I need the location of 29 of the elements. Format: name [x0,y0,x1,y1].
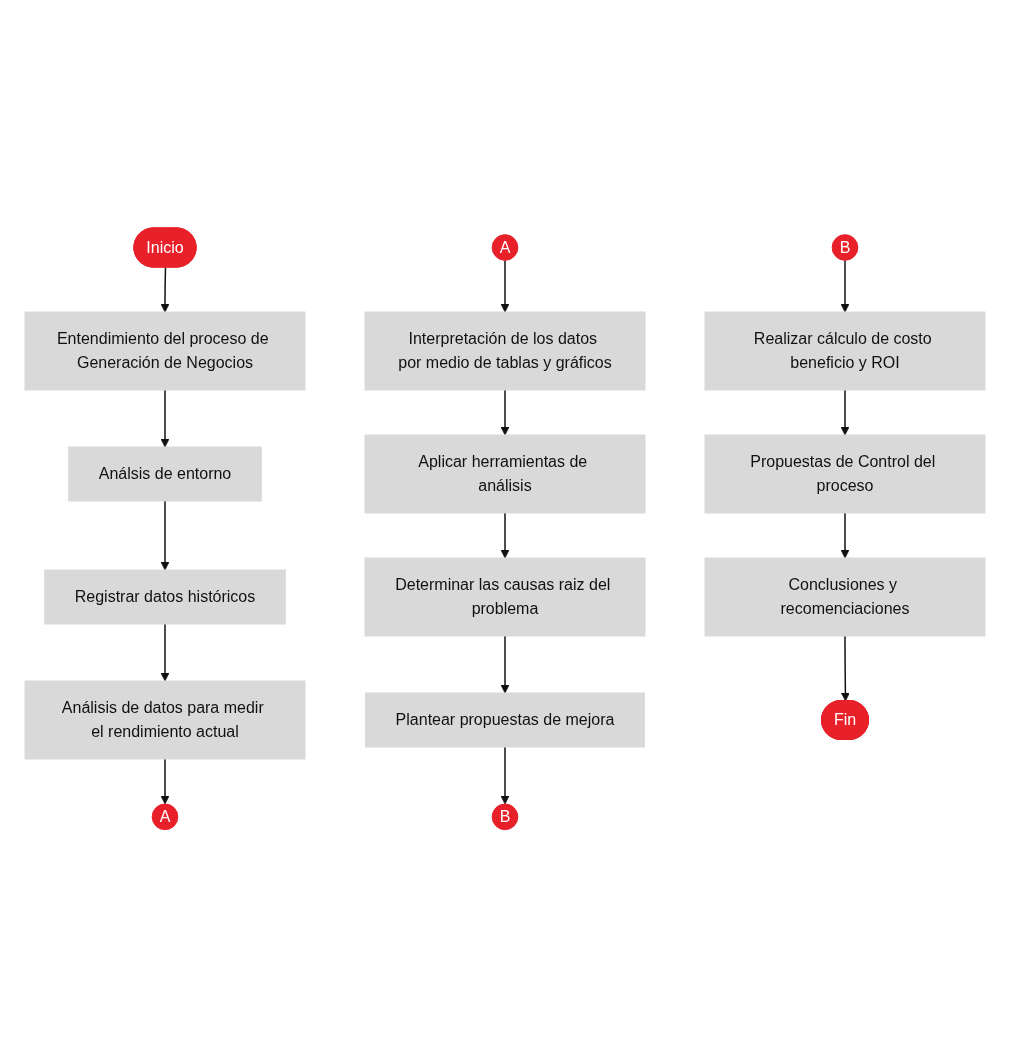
node-box: Conclusiones y recomenciaciones [704,557,986,637]
node-circle: B [491,803,519,830]
arrow [160,266,170,313]
node-box: Realizar cálculo de costo beneficio y ROI [704,311,986,391]
node-box: Aplicar herramientas de análisis [364,434,646,514]
arrow [840,511,850,559]
node-circle: A [491,233,519,261]
node-box: Propuestas de Control del proceso [704,434,986,514]
node-box: Plantear propuestas de mejora [365,692,645,748]
arrow [500,388,510,436]
node-box: Registrar datos históricos [44,569,286,625]
node-circle: A [151,803,179,830]
arrow [500,634,510,694]
arrow [500,511,510,559]
arrow [500,259,510,313]
arrow [500,745,510,805]
node-box: Determinar las causas raiz del problema [364,557,646,637]
arrow [160,499,170,571]
node-box: Entendimiento del proceso de Generación de Negocios [24,311,306,391]
node-box: Interpretación de los datos por medio de tablas y gráficos [364,311,646,391]
node-box: Análisis de datos para medir el rendimiento actual [24,680,306,760]
node-circle: B [831,233,859,261]
arrow [160,757,170,805]
arrow [840,388,850,436]
node-box: Análsis de entorno [68,446,262,502]
arrow [160,622,170,682]
arrow [840,259,850,313]
arrow [160,388,170,448]
arrow [841,634,850,702]
